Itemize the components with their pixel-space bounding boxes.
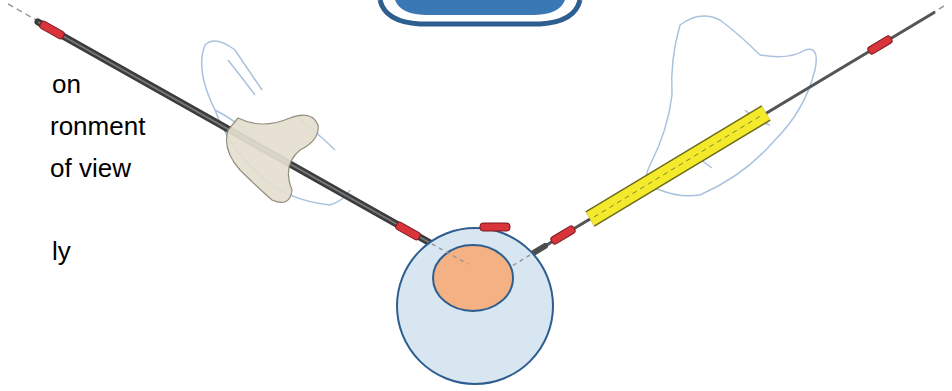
bullet-text: on xyxy=(52,70,81,99)
left-instrument xyxy=(8,4,472,266)
eye xyxy=(397,223,553,384)
bullet-text: ly xyxy=(52,237,71,266)
logo-fragment xyxy=(380,0,580,24)
bullet-text: of view xyxy=(50,154,131,183)
right-instrument xyxy=(510,6,944,268)
logo-fragment xyxy=(395,0,565,15)
bullet-text: ronment xyxy=(50,112,145,141)
